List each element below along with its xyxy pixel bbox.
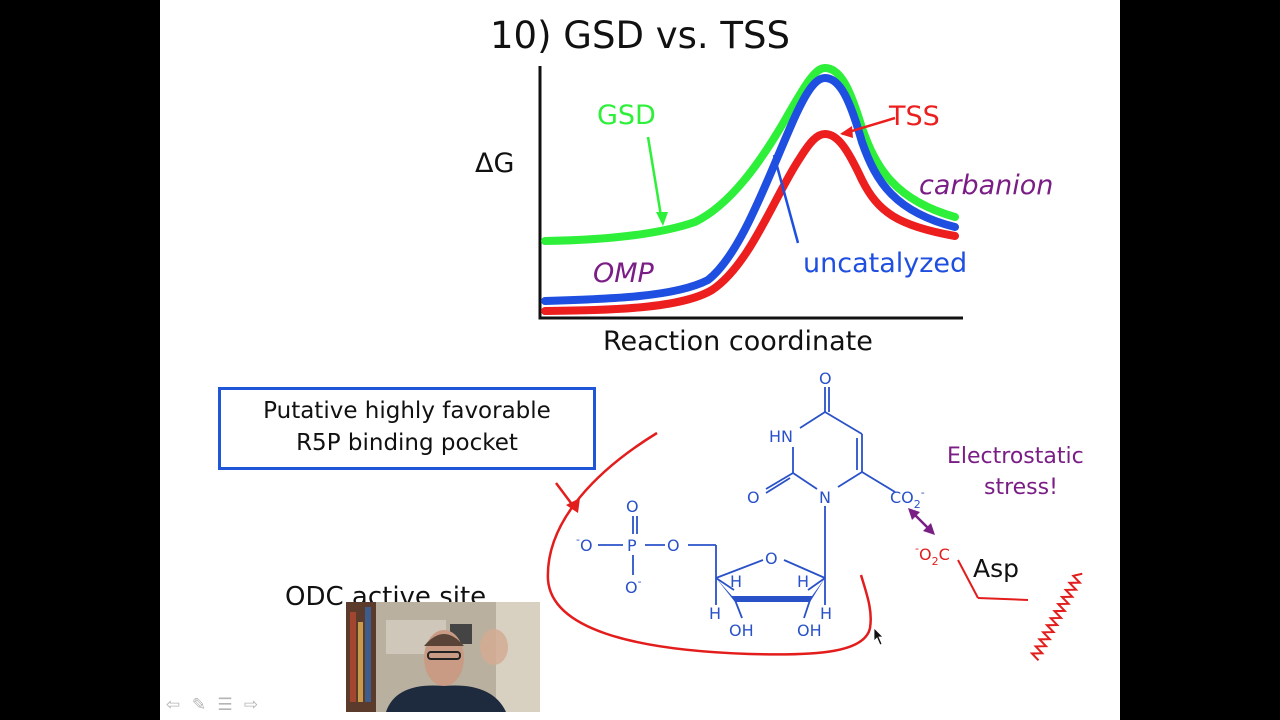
gsd-pointer	[646, 136, 664, 223]
asp-carboxylate: -O2C	[915, 542, 950, 568]
asp-interaction: Electrostatic stress! -O2C Asp	[908, 444, 1084, 662]
x-axis-label: Reaction coordinate	[603, 326, 873, 357]
molecule-bonds	[598, 387, 896, 619]
tss-curve	[541, 129, 959, 315]
arrow-left-icon[interactable]: ⇦	[165, 695, 181, 715]
atom-o-ring: O	[765, 549, 778, 568]
atom-oh2: OH	[797, 621, 822, 640]
atom-h2: H	[797, 572, 809, 591]
slide: 10) GSD vs. TSS ΔG GSD TSS carbanion OMP…	[160, 0, 1120, 720]
pen-icon[interactable]: ✎	[191, 695, 207, 715]
delta-g-label: ΔG	[475, 148, 514, 179]
electrostatic-line1: Electrostatic	[947, 444, 1084, 469]
atom-h3: H	[709, 604, 721, 623]
slide-graphics: ΔG GSD TSS carbanion OMP uncatalyzed Rea…	[475, 63, 1084, 662]
gsd-curve	[541, 63, 959, 245]
gsd-pointer-head	[656, 212, 668, 226]
slide-title: 10) GSD vs. TSS	[490, 14, 790, 57]
binding-pocket-line1: Putative highly favorable	[263, 398, 551, 424]
pocket-arrow-head	[566, 498, 580, 513]
atom-o-top: O	[819, 369, 832, 388]
asp-bond-2	[977, 597, 1029, 601]
webcam-overlay	[346, 602, 540, 712]
gsd-label: GSD	[597, 100, 656, 131]
diagram-axes	[538, 66, 963, 320]
atom-o-phos-bottom: O-	[625, 575, 642, 597]
binding-pocket-box: Putative highly favorable R5P binding po…	[218, 387, 596, 470]
tss-pointer-head	[840, 126, 853, 138]
carbanion-label: carbanion	[919, 170, 1053, 201]
atom-h1: H	[730, 572, 742, 591]
asp-bond-1	[957, 559, 979, 599]
active-site-pocket	[546, 431, 872, 656]
omp-label: OMP	[593, 258, 655, 289]
atom-h4: H	[820, 604, 832, 623]
mouse-cursor	[873, 627, 884, 646]
pocket-outline	[546, 431, 872, 656]
atom-o-phos-bridge: O	[667, 536, 680, 555]
presenter-video	[346, 602, 540, 712]
tss-label: TSS	[888, 101, 940, 132]
protein-backbone	[1029, 572, 1083, 662]
asp-label: Asp	[973, 554, 1019, 583]
atom-o-left: O	[747, 488, 760, 507]
binding-pocket-line2: R5P binding pocket	[296, 430, 518, 456]
energy-diagram: ΔG GSD TSS carbanion OMP uncatalyzed Rea…	[475, 63, 1053, 357]
uncatalyzed-label: uncatalyzed	[803, 248, 967, 279]
omp-molecule: O HN O N CO2- O O -O P O O- H H H H OH O…	[576, 369, 925, 640]
stress-arrow-head-bottom	[923, 523, 935, 535]
ribose-bold-bond	[716, 578, 825, 602]
menu-icon[interactable]: ☰	[217, 695, 233, 715]
atom-n: N	[819, 488, 831, 507]
atom-o-phos-left: -O	[576, 533, 593, 555]
slideshow-controls: ⇦ ✎ ☰ ⇨	[162, 694, 262, 718]
stress-arrow-head-top	[908, 508, 920, 520]
atom-oh1: OH	[729, 621, 754, 640]
arrow-right-icon[interactable]: ⇨	[243, 695, 259, 715]
uncatalyzed-curve	[541, 73, 959, 305]
carboxylate-label: CO2-	[890, 486, 925, 511]
atom-hn: HN	[769, 427, 793, 446]
atom-p: P	[627, 536, 637, 555]
uncatalyzed-pointer	[772, 154, 800, 244]
atom-o-phos-top: O	[626, 497, 639, 516]
electrostatic-line2: stress!	[984, 475, 1058, 500]
